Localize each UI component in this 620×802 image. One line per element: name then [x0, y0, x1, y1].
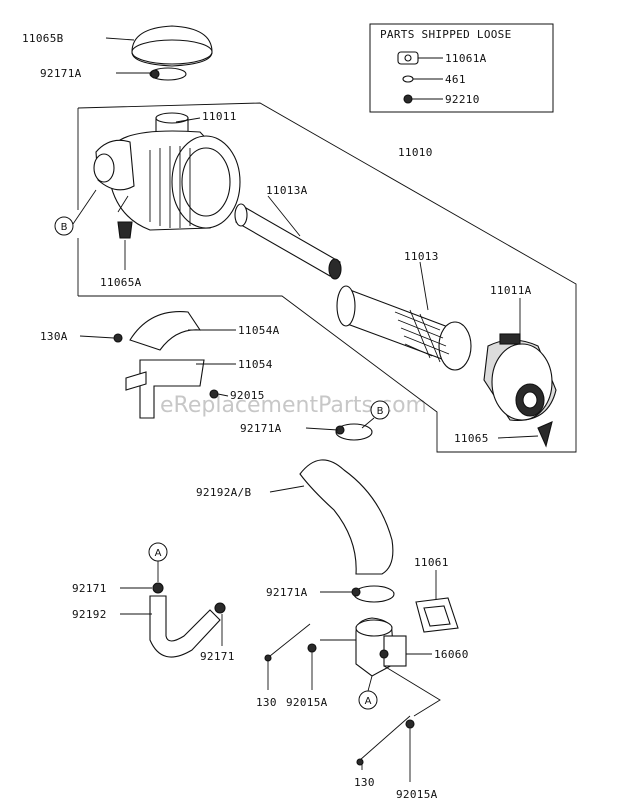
- label-11054A: 11054A: [238, 324, 280, 337]
- label-11065A: 11065A: [100, 276, 142, 289]
- parts-shipped-loose-box: PARTS SHIPPED LOOSE 11061A 461 92210: [369, 23, 554, 113]
- label-11013A: 11013A: [266, 184, 308, 197]
- evacuator-valve-11065A: [117, 221, 133, 239]
- bracket-11054: [113, 311, 205, 419]
- parts-box-title: PARTS SHIPPED LOOSE: [380, 28, 512, 41]
- hose-clamp-lower: [351, 585, 395, 603]
- nut-92015A-b-icon: [405, 719, 415, 729]
- intake-elbow-16060: [355, 617, 407, 677]
- air-hose-92192AB: [299, 459, 394, 575]
- svg-text:B: B: [61, 222, 68, 233]
- label-11061: 11061: [414, 556, 449, 569]
- label-92192: 92192: [72, 608, 107, 621]
- clamp-92171-b-icon: [214, 602, 226, 614]
- svg-text:A: A: [365, 696, 372, 707]
- small-hose-92192: [149, 595, 221, 658]
- label-92192AB: 92192A/B: [196, 486, 251, 499]
- callout-b-mid: B: [370, 400, 390, 420]
- hose-clamp-mid: [335, 423, 373, 441]
- nut-92015A-a-icon: [307, 643, 317, 653]
- clamp-92171-a-icon: [152, 582, 164, 594]
- label-92171A-low: 92171A: [266, 586, 308, 599]
- parts-box-item-2: 461: [445, 73, 466, 86]
- washer-icon: [402, 75, 414, 83]
- inner-filter-11013A: [234, 203, 342, 280]
- label-130-a: 130: [256, 696, 277, 709]
- label-16060: 16060: [434, 648, 469, 661]
- label-11065B: 11065B: [22, 32, 64, 45]
- callout-a-bottom: A: [358, 690, 378, 710]
- label-92171-b: 92171: [200, 650, 235, 663]
- nut-icon: [403, 94, 413, 104]
- svg-text:B: B: [377, 406, 384, 417]
- label-92171A-mid: 92171A: [240, 422, 282, 435]
- stud-130-upper: [269, 623, 311, 657]
- label-92015A-a: 92015A: [286, 696, 328, 709]
- outer-filter-11013: [336, 285, 472, 371]
- stud-130-lower: [359, 715, 411, 761]
- air-cleaner-housing-11011: [93, 112, 241, 231]
- callout-a-left: A: [148, 542, 168, 562]
- label-11054: 11054: [238, 358, 273, 371]
- svg-text:A: A: [155, 548, 162, 559]
- callout-b-left: B: [54, 216, 74, 236]
- parts-box-item-1: 11061A: [445, 52, 487, 65]
- assembly-outline: [77, 102, 577, 453]
- nut-92015-icon: [209, 389, 219, 399]
- gasket-11061: [415, 597, 459, 633]
- dust-cap-11065B: [131, 25, 213, 67]
- label-92015: 92015: [230, 389, 265, 402]
- label-130-b: 130: [354, 776, 375, 789]
- label-92015A-b: 92015A: [396, 788, 438, 801]
- cover-11011A: [483, 333, 557, 448]
- label-11065: 11065: [454, 432, 489, 445]
- hose-clamp-top: [149, 67, 187, 81]
- label-11010: 11010: [398, 146, 433, 159]
- label-11011A: 11011A: [490, 284, 532, 297]
- label-92171A-top: 92171A: [40, 67, 82, 80]
- label-11013: 11013: [404, 250, 439, 263]
- label-11011: 11011: [202, 110, 237, 123]
- label-92171-a: 92171: [72, 582, 107, 595]
- parts-box-item-3: 92210: [445, 93, 480, 106]
- label-130A: 130A: [40, 330, 68, 343]
